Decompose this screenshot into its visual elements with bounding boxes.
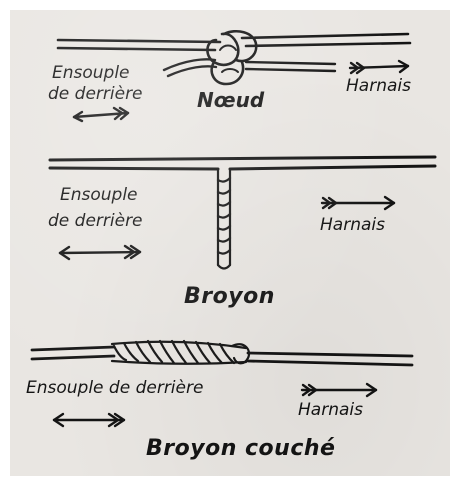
knot-loop-1 (206, 32, 240, 67)
broyon-left-label-line1: Ensouple (60, 185, 138, 205)
broyon-diagram (48, 155, 437, 270)
knot-thread-lower-right (244, 60, 337, 73)
knot-loop-2 (222, 30, 258, 63)
diagram-frame: Ensouple de derrière Nœud Harnais Ensoup… (10, 10, 450, 476)
broyon-right-label: Harnais (320, 215, 385, 235)
couche-thread-bottom (30, 354, 116, 361)
knot-loop-4 (219, 44, 239, 73)
broyon-thread-top (48, 155, 437, 162)
couche-thread-top (30, 345, 116, 352)
arrow-left-3 (52, 412, 126, 428)
arrow-right-2 (320, 195, 396, 211)
arrow-left-2 (58, 244, 142, 261)
knot-thread-upper (56, 38, 222, 52)
couche-thread-bottom-right (246, 359, 414, 367)
noeud-right-label: Harnais (346, 76, 411, 96)
broyon-thread-bottom-left (48, 166, 220, 171)
knot-thread-upper-right (240, 32, 412, 48)
couche-left-label: Ensouple de derrière (26, 378, 204, 398)
diagram-drawing (30, 30, 437, 428)
broyon-title: Broyon (184, 284, 275, 309)
noeud-left-label-line1: Ensouple (52, 63, 130, 83)
couche-right-label: Harnais (298, 400, 363, 420)
arrow-left-1 (72, 106, 130, 123)
arrow-right-1 (348, 59, 410, 75)
broyon-couche-diagram (30, 339, 414, 428)
knot-loop-3 (210, 60, 245, 86)
broyon-thread-bottom-right (228, 164, 437, 171)
knot-diagram (56, 30, 412, 123)
noeud-title: Nœud (197, 88, 265, 112)
arrow-right-3 (300, 382, 378, 398)
couche-twist (110, 339, 251, 365)
couche-title: Broyon couché (146, 436, 336, 461)
broyon-left-label-line2: de derrière (48, 211, 143, 231)
knot-thread-lower (162, 58, 218, 78)
broyon-twist (216, 167, 232, 270)
noeud-left-label-line2: de derrière (48, 84, 143, 104)
couche-thread-top-right (246, 351, 414, 358)
